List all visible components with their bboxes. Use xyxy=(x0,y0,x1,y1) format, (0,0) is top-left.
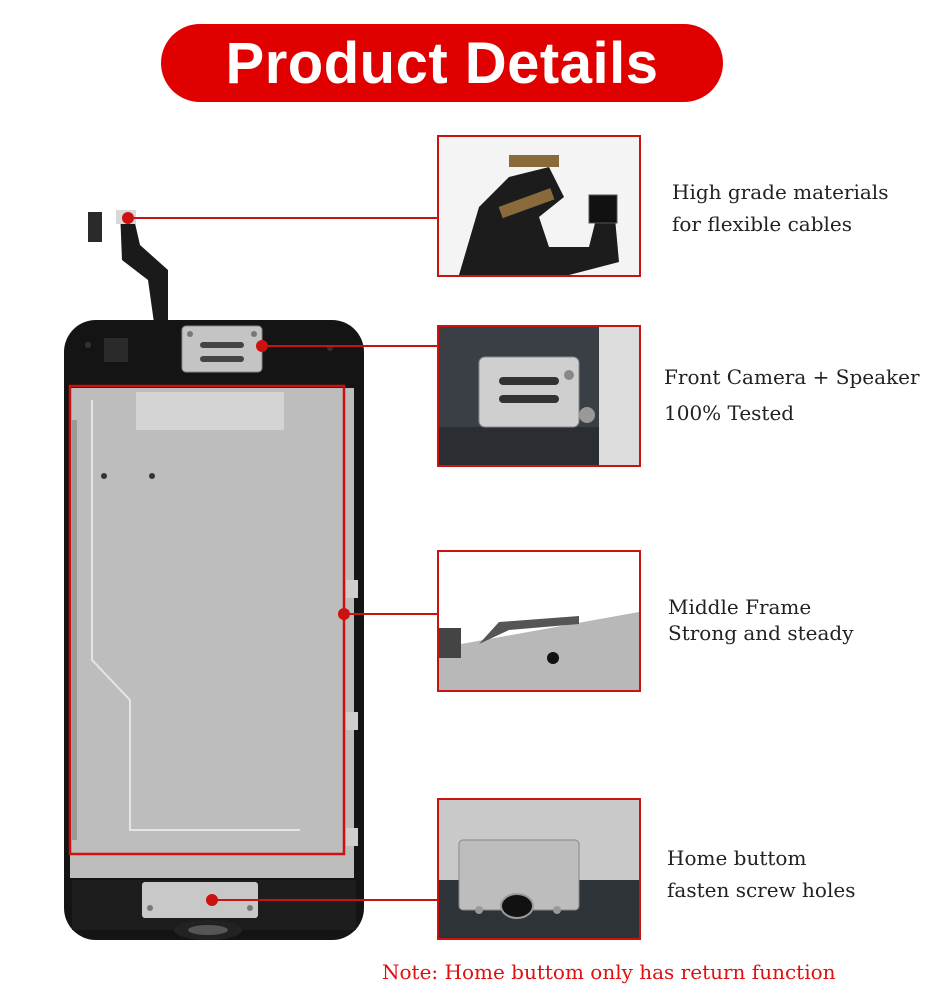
callout-dots xyxy=(122,212,350,906)
feature-text-camera-speaker: Front Camera + Speaker 100% Tested xyxy=(664,359,920,431)
feature-line: Middle Frame xyxy=(668,595,812,619)
feature-line: High grade materials xyxy=(672,180,889,204)
flex-cable-thumbnail xyxy=(437,135,641,277)
middle-frame-thumbnail xyxy=(437,550,641,692)
flex-cable xyxy=(88,210,168,330)
middle-frame-plate xyxy=(70,388,354,878)
callout-lines xyxy=(128,217,437,901)
product-banner: Product Details xyxy=(161,24,723,102)
feature-line: fasten screw holes xyxy=(667,878,856,902)
feature-text-home-button: Home buttom fasten screw holes xyxy=(667,842,855,906)
feature-line: Front Camera + Speaker xyxy=(664,365,920,389)
feature-line: for flexible cables xyxy=(672,212,853,236)
feature-text-middle-frame: Middle Frame Strong and steady xyxy=(668,594,854,646)
feature-line: Strong and steady xyxy=(668,621,854,645)
home-button-thumbnail xyxy=(437,798,641,940)
feature-line: 100% Tested xyxy=(664,401,795,425)
footnote: Note: Home buttom only has return functi… xyxy=(382,960,836,984)
feature-text-flex-cable: High grade materials for flexible cables xyxy=(672,176,888,240)
banner-title: Product Details xyxy=(225,30,659,96)
feature-line: Home buttom xyxy=(667,846,807,870)
camera-speaker-thumbnail xyxy=(437,325,641,467)
